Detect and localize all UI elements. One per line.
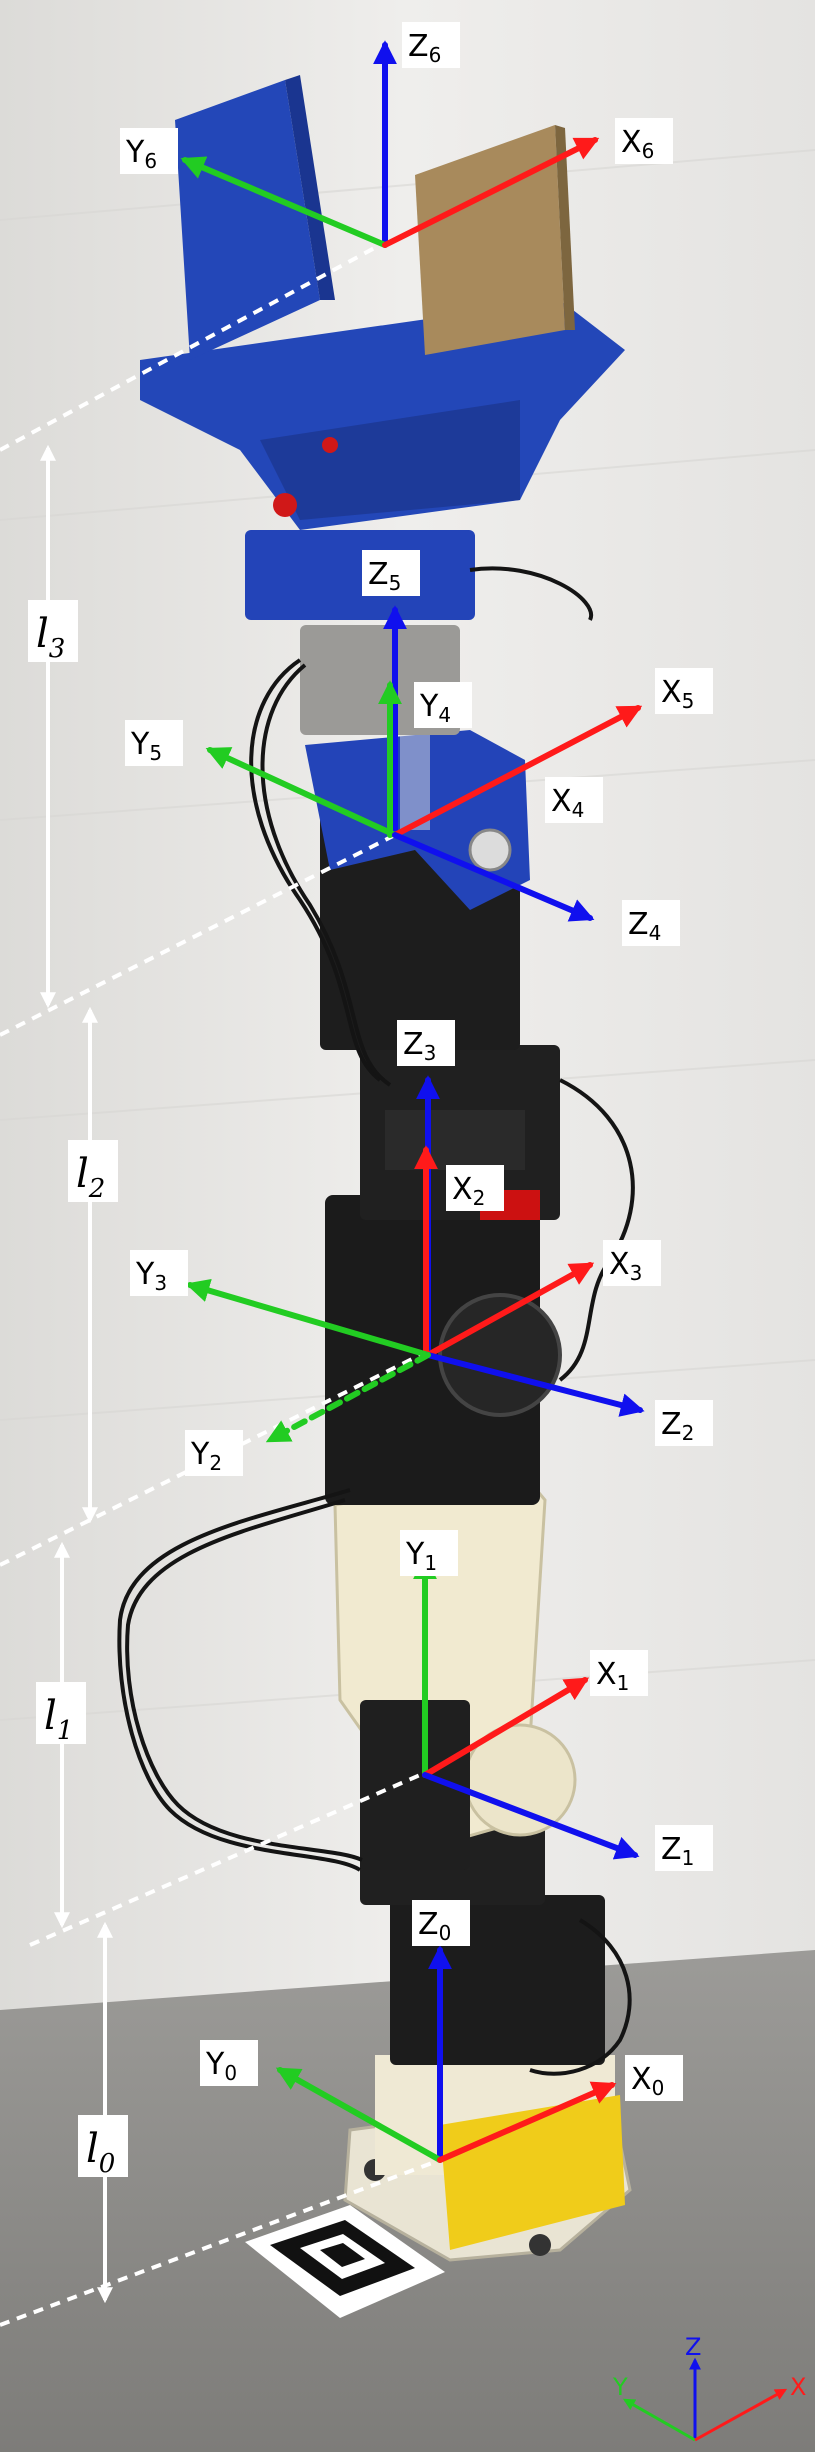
label-y6: Y6 — [120, 128, 178, 174]
svg-text:X4: X4 — [551, 784, 584, 822]
z2-axis — [425, 1352, 645, 1417]
label-y4: Y4 — [414, 682, 472, 728]
svg-text:Y0: Y0 — [205, 2047, 237, 2085]
svg-text:X6: X6 — [621, 125, 654, 163]
world-y-axis — [622, 2398, 696, 2442]
svg-text:Y1: Y1 — [405, 1537, 437, 1575]
x3-axis — [425, 1262, 595, 1358]
label-z0: Z0 — [412, 1900, 470, 1946]
label-x3: X3 — [603, 1240, 661, 1286]
z1-axis — [422, 1772, 640, 1860]
svg-text:Z2: Z2 — [661, 1407, 694, 1445]
svg-text:Z6: Z6 — [408, 29, 441, 67]
svg-text:Z0: Z0 — [418, 1907, 451, 1945]
cables — [117, 566, 635, 2076]
dashed-line-frame0 — [0, 2158, 441, 2327]
label-x6: X6 — [615, 118, 673, 164]
label-y0: Y0 — [200, 2040, 258, 2086]
label-z6: Z6 — [402, 22, 460, 68]
label-x2: X2 — [446, 1165, 504, 1211]
world-y-label: Y — [612, 2373, 628, 2401]
y2-axis — [265, 1352, 431, 1443]
svg-text:l3: l3 — [36, 611, 65, 664]
svg-text:Y5: Y5 — [130, 727, 162, 765]
x5-axis — [392, 705, 643, 838]
label-x5: X5 — [655, 668, 713, 714]
svg-text:Z4: Z4 — [628, 907, 661, 945]
frame-axes — [180, 40, 645, 2163]
svg-text:Z5: Z5 — [368, 557, 401, 595]
svg-text:l1: l1 — [44, 1693, 73, 1746]
length-label-l3: l3 — [28, 600, 78, 664]
label-z3: Z3 — [397, 1020, 455, 1066]
svg-text:X0: X0 — [631, 2062, 664, 2100]
y5-axis — [205, 747, 398, 838]
y3-axis — [185, 1278, 431, 1358]
world-x-axis — [694, 2388, 788, 2442]
label-z1: Z1 — [655, 1825, 713, 1871]
svg-text:l0: l0 — [86, 2126, 115, 2179]
z4-axis — [392, 832, 595, 922]
label-z4: Z4 — [622, 900, 680, 946]
length-label-l0: l0 — [78, 2115, 128, 2179]
svg-text:Z3: Z3 — [403, 1027, 436, 1065]
world-z-label: Z — [685, 2333, 701, 2361]
svg-text:Y2: Y2 — [190, 1437, 222, 1475]
svg-text:l2: l2 — [76, 1151, 105, 1204]
svg-text:X3: X3 — [609, 1247, 642, 1285]
world-frame-triad: Z Y X — [612, 2333, 806, 2442]
label-z2: Z2 — [655, 1400, 713, 1446]
label-y1: Y1 — [400, 1530, 458, 1576]
label-x0: X0 — [625, 2055, 683, 2101]
label-y2: Y2 — [185, 1430, 243, 1476]
axis-labels: Z6 Y6 X6 Z5 Y4 Y5 X5 X4 Z4 Z3 X2 Y3 X3 Z… — [120, 22, 713, 2101]
label-y5: Y5 — [125, 720, 183, 766]
svg-text:Y4: Y4 — [419, 689, 451, 727]
svg-text:Y3: Y3 — [135, 1257, 167, 1295]
world-x-label: X — [790, 2373, 806, 2401]
svg-text:X5: X5 — [661, 675, 694, 713]
svg-text:X1: X1 — [596, 1657, 629, 1695]
svg-text:Z1: Z1 — [661, 1832, 694, 1870]
label-y3: Y3 — [130, 1250, 188, 1296]
label-x4: X4 — [545, 777, 603, 823]
length-label-l1: l1 — [36, 1682, 86, 1746]
x6-axis — [382, 137, 600, 248]
base-yellow-block — [440, 2095, 625, 2250]
gripper-right-pad — [415, 125, 565, 355]
length-label-l2: l2 — [68, 1140, 118, 1204]
y0-axis — [275, 2067, 443, 2163]
x1-axis — [422, 1677, 590, 1778]
fiducial-marker — [245, 2205, 445, 2318]
y6-axis — [180, 156, 388, 248]
x0-axis — [437, 2081, 617, 2163]
svg-text:Y6: Y6 — [125, 135, 157, 173]
servo-1 — [360, 1700, 470, 1870]
label-x1: X1 — [590, 1650, 648, 1696]
label-z5: Z5 — [362, 550, 420, 596]
dashed-line-frame4 — [0, 833, 396, 1037]
gripper-left-plate — [175, 80, 320, 360]
svg-text:X2: X2 — [452, 1172, 485, 1210]
blue-link-5 — [245, 530, 475, 620]
